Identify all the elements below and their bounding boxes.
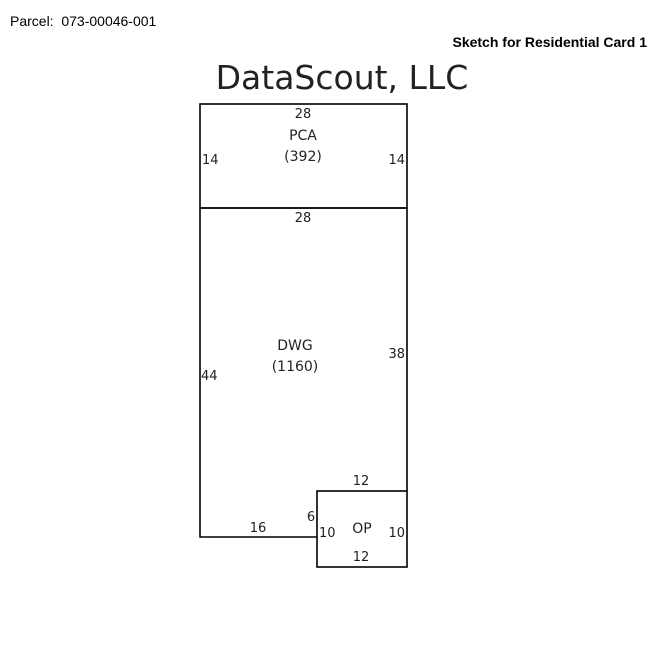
dwg-area-sqft: (1160)	[272, 359, 319, 375]
pca-top-dimension: 28	[295, 107, 312, 122]
parcel-line: Parcel: 073-00046-001	[10, 13, 156, 29]
pca-area-sqft: (392)	[284, 149, 322, 165]
parcel-number: 073-00046-001	[61, 13, 157, 29]
dwg-bottom-dimension: 16	[250, 521, 267, 536]
dwg-right-dimension: 38	[388, 347, 405, 362]
pca-area-code: PCA	[289, 128, 317, 144]
op-bottom-dimension: 12	[353, 550, 370, 565]
pca-right-dimension: 14	[388, 153, 405, 168]
pca-left-dimension: 14	[202, 153, 219, 168]
parcel-label: Parcel:	[10, 13, 54, 29]
dwg-outline	[200, 207, 408, 491]
op-right-dimension: 10	[388, 526, 405, 541]
dwg-outline-lower	[199, 208, 317, 538]
dwg-area-code: DWG	[277, 338, 312, 354]
op-area-code: OP	[352, 521, 371, 537]
op-outline	[316, 490, 408, 568]
op-top-dimension: 12	[353, 474, 370, 489]
sketch-card-title: Sketch for Residential Card 1	[452, 34, 647, 50]
dwg-notch-dimension: 6	[307, 510, 315, 525]
op-left-dimension: 10	[319, 526, 336, 541]
dwg-left-dimension: 44	[201, 369, 218, 384]
company-watermark: DataScout, LLC	[216, 58, 469, 97]
dwg-top-dimension: 28	[295, 211, 312, 226]
